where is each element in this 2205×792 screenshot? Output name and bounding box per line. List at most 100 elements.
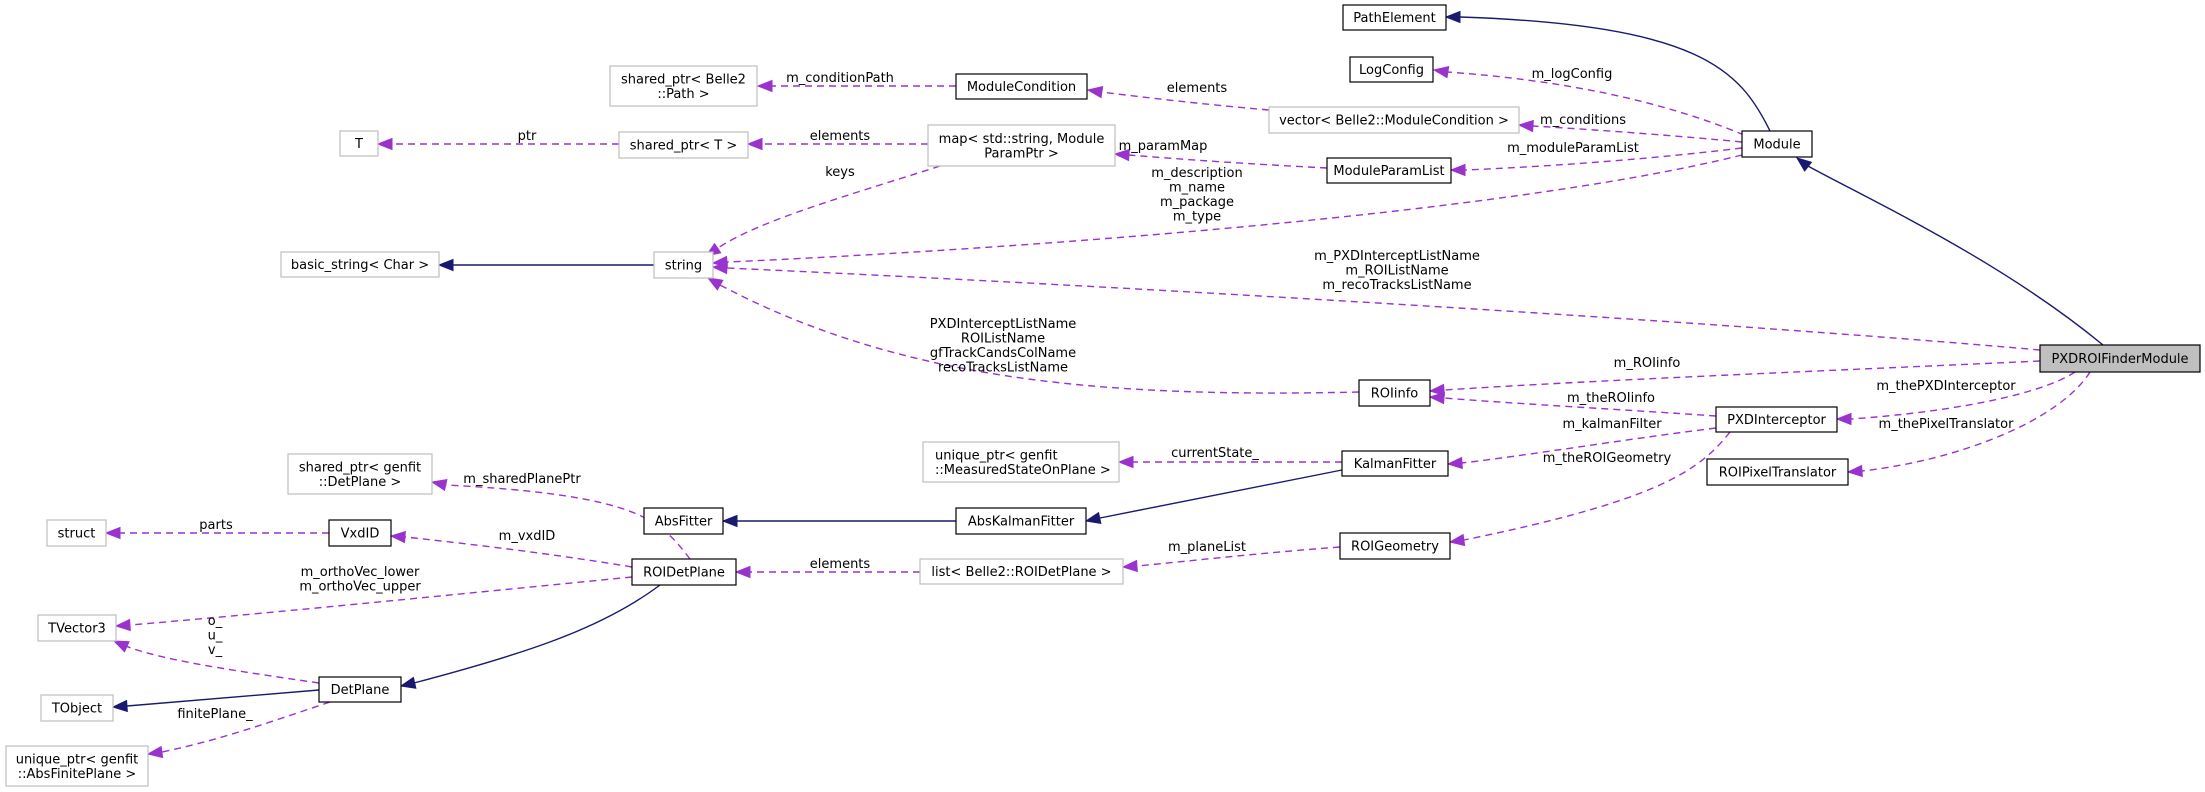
class-node-box[interactable] bbox=[1715, 406, 1838, 433]
class-node-box[interactable] bbox=[1741, 130, 1813, 158]
class-node-box[interactable] bbox=[1706, 458, 1849, 486]
class-node-TObject[interactable]: TObject bbox=[40, 694, 114, 722]
class-node-PXDInterceptor[interactable]: PXDInterceptor bbox=[1715, 406, 1838, 433]
class-node-ModuleParamList[interactable]: ModuleParamList bbox=[1326, 157, 1452, 184]
class-node-box[interactable] bbox=[1326, 157, 1452, 184]
edge-KalmanFitter-to-uniquePtrMSOP bbox=[1117, 455, 1342, 469]
arrowhead-icon bbox=[721, 514, 738, 528]
class-node-box[interactable] bbox=[955, 507, 1087, 535]
class-node-PathElement[interactable]: PathElement bbox=[1342, 4, 1447, 31]
class-node-KalmanFitter[interactable]: KalmanFitter bbox=[1341, 450, 1449, 477]
class-node-box[interactable] bbox=[1268, 106, 1520, 134]
class-node-AbsKalmanFitter[interactable]: AbsKalmanFitter bbox=[955, 507, 1087, 535]
class-node-box[interactable] bbox=[1342, 4, 1447, 31]
usage-edge bbox=[129, 576, 633, 626]
arrowhead-icon bbox=[1444, 10, 1461, 24]
class-node-label: ModuleParamList bbox=[1333, 164, 1444, 179]
class-node-label-line: ::DetPlane > bbox=[319, 475, 402, 490]
usage-edge bbox=[1461, 427, 1717, 464]
class-node-label-line: shared_ptr< Belle2 bbox=[621, 72, 746, 87]
class-node-label: TVector3 bbox=[47, 622, 106, 637]
class-node-vectorModuleCondition[interactable]: vector< Belle2::ModuleCondition > bbox=[1268, 106, 1520, 134]
class-node-ROIinfo[interactable]: ROIinfo bbox=[1358, 379, 1431, 407]
arrowhead-icon bbox=[430, 478, 448, 492]
class-node-ModuleCondition[interactable]: ModuleCondition bbox=[955, 73, 1088, 100]
class-node-box[interactable] bbox=[37, 614, 117, 642]
class-node-box[interactable] bbox=[631, 558, 737, 586]
class-node-ROIDetPlane[interactable]: ROIDetPlane bbox=[631, 558, 737, 586]
edge-label-line: ROIListName bbox=[961, 332, 1045, 347]
class-node-label-line: PathElement bbox=[1353, 11, 1435, 26]
edge-ModuleCondition-to-sharedPtrPath bbox=[756, 79, 956, 93]
class-node-T[interactable]: T bbox=[339, 130, 379, 157]
arrowhead-icon bbox=[1449, 163, 1466, 177]
edge-PXDROIFinderModule-to-PXDInterceptor bbox=[1835, 371, 2076, 426]
class-node-TVector3[interactable]: TVector3 bbox=[37, 614, 117, 642]
class-node-label-line: AbsKalmanFitter bbox=[968, 515, 1075, 530]
edge-label: parts bbox=[199, 518, 233, 533]
class-node-AbsFitter[interactable]: AbsFitter bbox=[643, 507, 724, 535]
class-node-box[interactable] bbox=[609, 65, 758, 107]
class-node-box[interactable] bbox=[339, 130, 379, 157]
class-node-box[interactable] bbox=[328, 519, 392, 547]
class-node-box[interactable] bbox=[287, 453, 433, 495]
edge-label: m_conditionPath bbox=[786, 71, 894, 86]
class-node-box[interactable] bbox=[643, 507, 724, 535]
class-node-box[interactable] bbox=[955, 73, 1088, 100]
class-node-box[interactable] bbox=[922, 441, 1120, 483]
arrowhead-icon bbox=[706, 277, 724, 291]
class-node-box[interactable] bbox=[1358, 379, 1431, 407]
class-node-box[interactable] bbox=[46, 519, 107, 547]
edge-VxdID-to-struct bbox=[104, 526, 329, 540]
class-node-box[interactable] bbox=[618, 131, 749, 159]
edge-DetPlane-to-TVector3 bbox=[112, 640, 320, 684]
class-node-basicString[interactable]: basic_string< Char > bbox=[280, 251, 440, 278]
class-node-Module[interactable]: Module bbox=[1741, 130, 1813, 158]
arrowhead-icon bbox=[711, 261, 728, 275]
class-node-box[interactable] bbox=[1349, 56, 1434, 83]
class-node-ROIPixelTranslator[interactable]: ROIPixelTranslator bbox=[1706, 458, 1849, 486]
edge-ROIDetPlane-to-VxdID bbox=[389, 530, 633, 568]
class-node-label: shared_ptr< T > bbox=[630, 139, 737, 154]
edge-label-line: m_orthoVec_lower bbox=[301, 565, 420, 580]
inheritance-edge bbox=[413, 584, 661, 684]
class-node-struct[interactable]: struct bbox=[46, 519, 107, 547]
class-node-sharedPtrDetPlane[interactable]: shared_ptr< genfit::DetPlane > bbox=[287, 453, 433, 495]
class-node-LogConfig[interactable]: LogConfig bbox=[1349, 56, 1434, 83]
class-node-PXDROIFinderModule[interactable]: PXDROIFinderModule bbox=[2039, 344, 2201, 373]
class-node-uniquePtrMSOP[interactable]: unique_ptr< genfit::MeasuredStateOnPlane… bbox=[922, 441, 1120, 483]
class-node-uniquePtrAbsFinitePlane[interactable]: unique_ptr< genfit::AbsFinitePlane > bbox=[5, 745, 149, 787]
class-node-label: string bbox=[665, 259, 702, 274]
edge-label-line: m_package bbox=[1160, 195, 1234, 210]
class-node-box[interactable] bbox=[927, 124, 1116, 167]
class-node-label: PXDInterceptor bbox=[1727, 413, 1826, 428]
class-node-sharedPtrT[interactable]: shared_ptr< T > bbox=[618, 131, 749, 159]
class-node-sharedPtrPath[interactable]: shared_ptr< Belle2::Path > bbox=[609, 65, 758, 107]
class-node-label-line: shared_ptr< T > bbox=[630, 139, 737, 154]
edge-label-line: m_thePixelTranslator bbox=[1879, 417, 2015, 432]
class-node-box[interactable] bbox=[1339, 532, 1451, 560]
usage-edge bbox=[1532, 125, 1743, 143]
class-node-DetPlane[interactable]: DetPlane bbox=[318, 676, 402, 703]
edge-label: currentState_ bbox=[1171, 446, 1259, 461]
class-node-VxdID[interactable]: VxdID bbox=[328, 519, 392, 547]
class-node-string[interactable]: string bbox=[653, 251, 714, 279]
class-node-listROIDetPlane[interactable]: list< Belle2::ROIDetPlane > bbox=[919, 558, 1124, 585]
arrowhead-icon bbox=[1086, 86, 1104, 99]
class-node-box[interactable] bbox=[1341, 450, 1449, 477]
class-node-box[interactable] bbox=[40, 694, 114, 722]
edge-label: m_logConfig bbox=[1532, 67, 1613, 82]
class-node-box[interactable] bbox=[5, 745, 149, 787]
edge-label: elements bbox=[810, 129, 871, 144]
class-node-box[interactable] bbox=[919, 558, 1124, 585]
class-node-box[interactable] bbox=[2039, 344, 2201, 373]
class-node-box[interactable] bbox=[280, 251, 440, 278]
edge-label-line: m_planeList bbox=[1168, 540, 1246, 555]
class-node-label-line: ROIPixelTranslator bbox=[1719, 466, 1837, 481]
class-node-label: basic_string< Char > bbox=[291, 258, 429, 273]
class-node-box[interactable] bbox=[653, 251, 714, 279]
class-node-box[interactable] bbox=[318, 676, 402, 703]
class-node-ROIGeometry[interactable]: ROIGeometry bbox=[1339, 532, 1451, 560]
